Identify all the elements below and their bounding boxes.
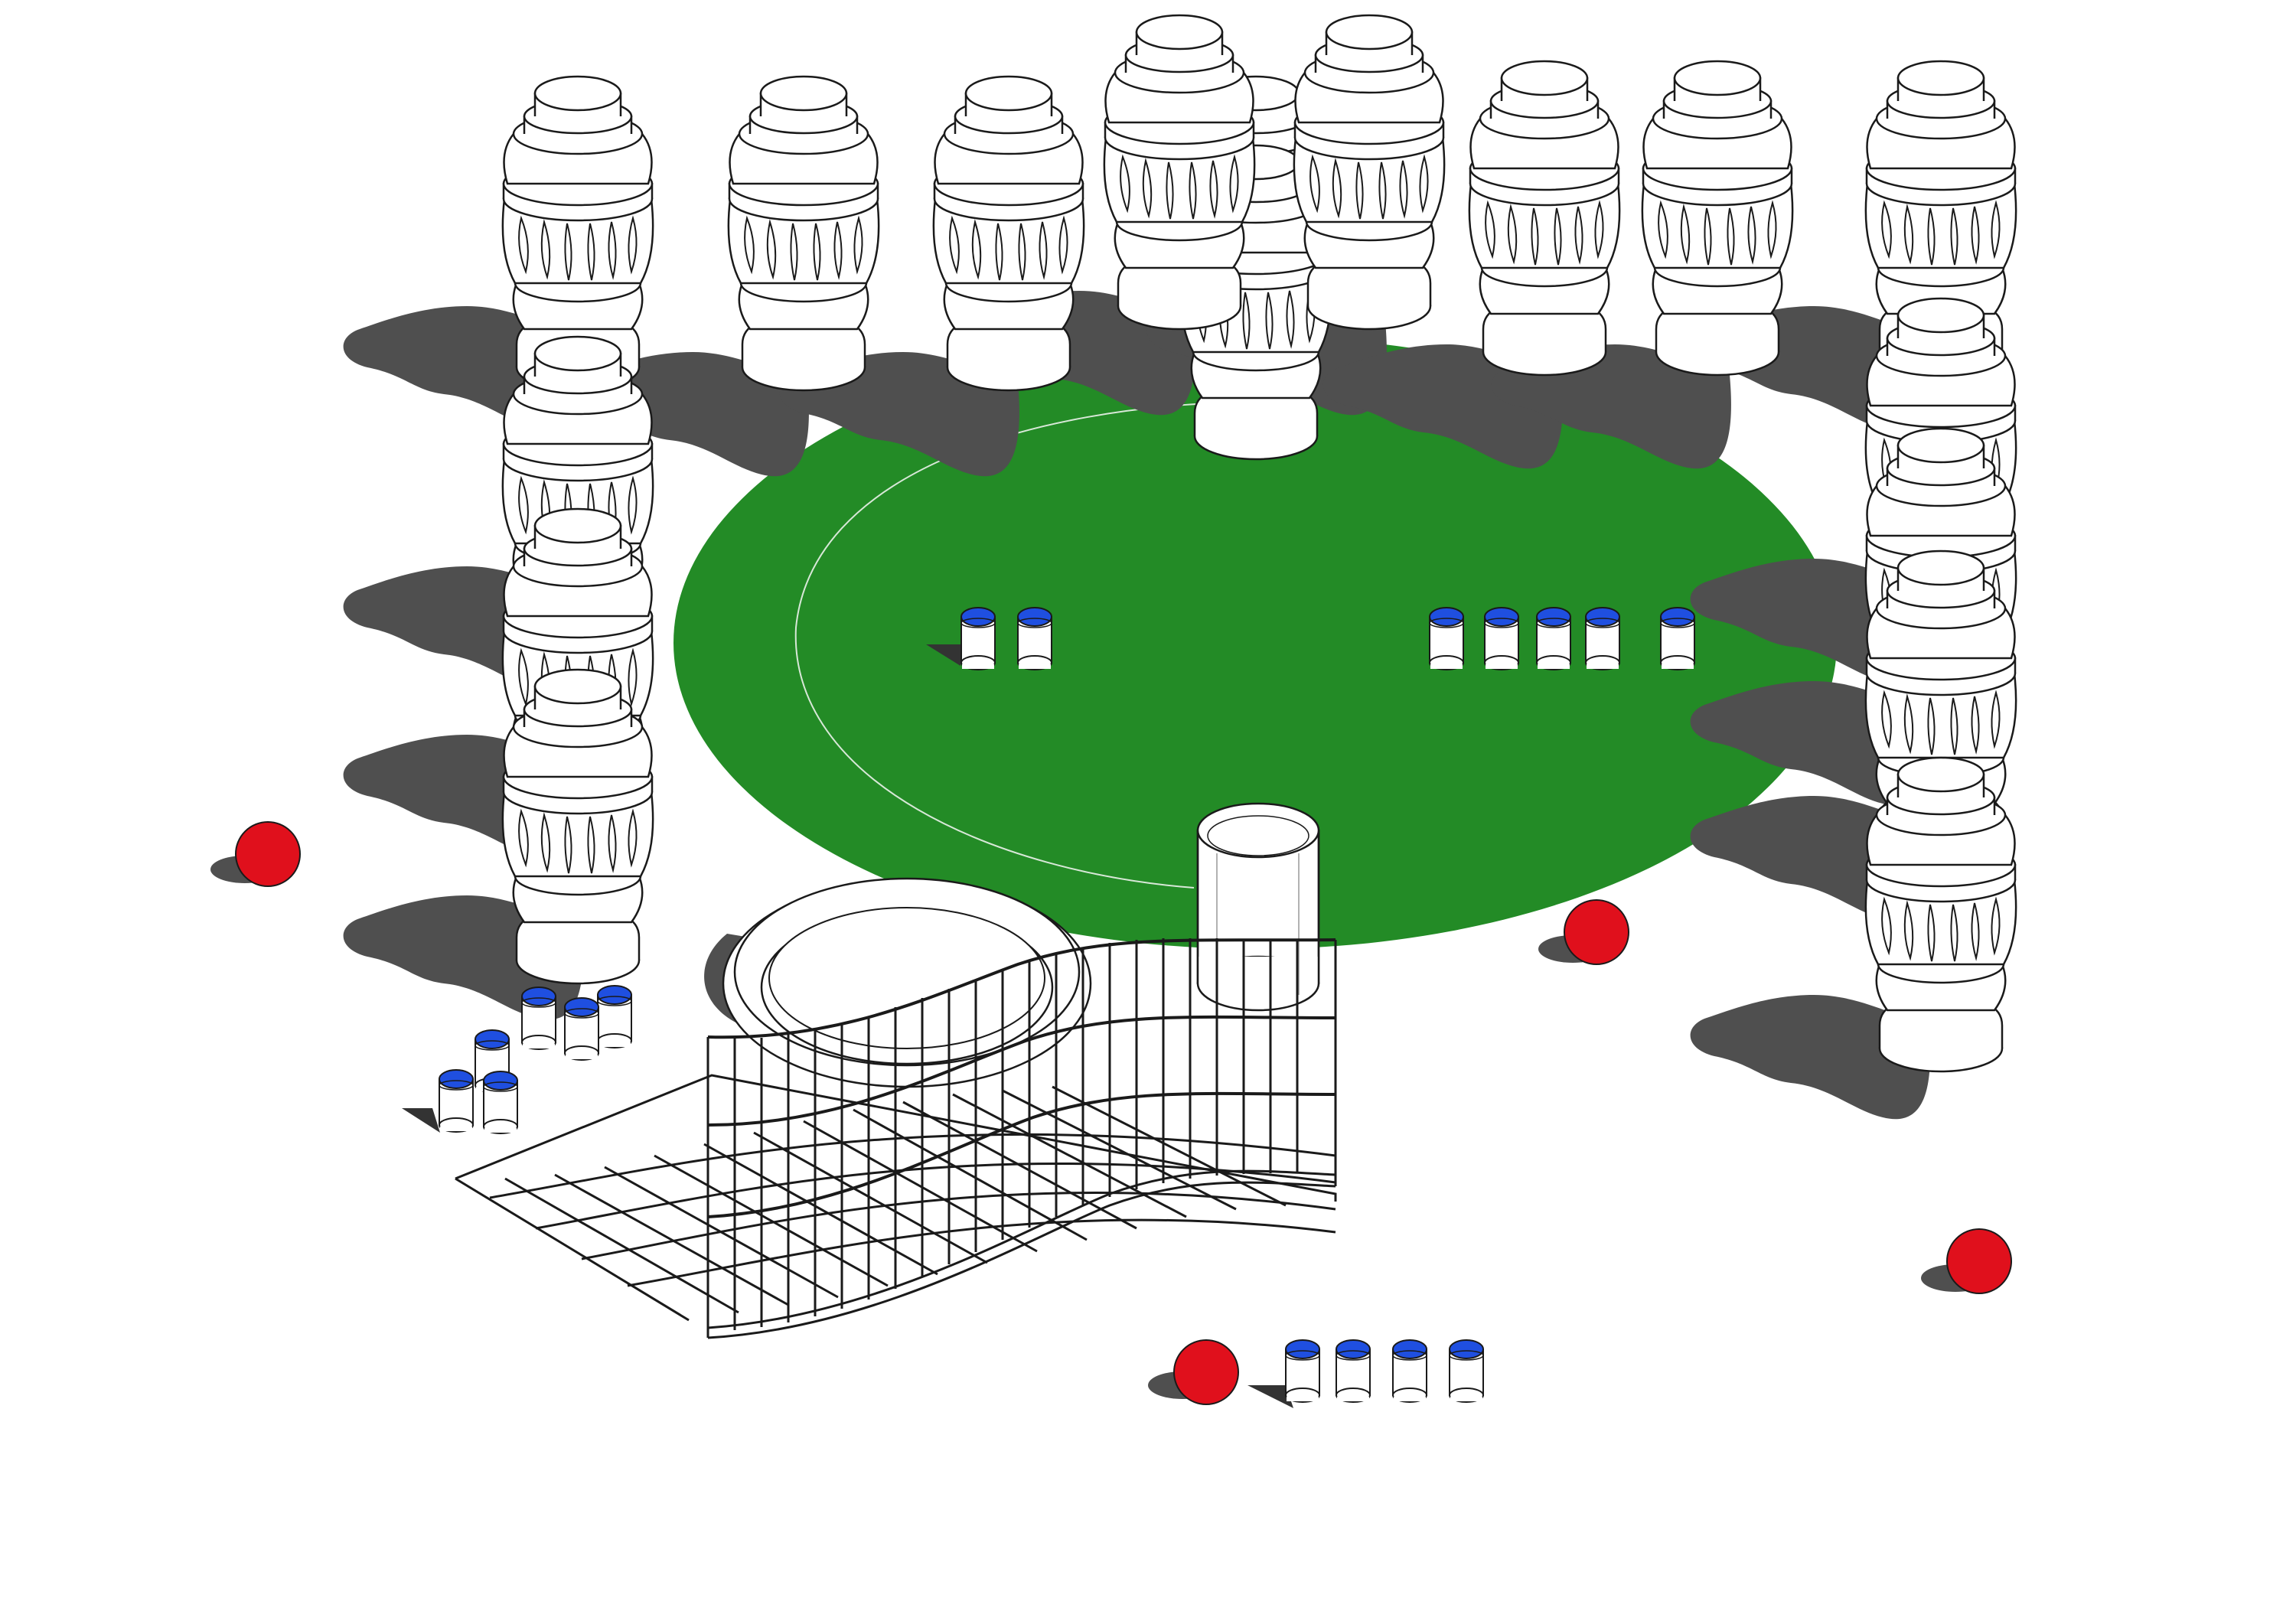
blue-cap-cylinder-icon	[439, 1069, 474, 1133]
blue-cap-cylinder-icon	[1536, 607, 1571, 670]
blue-cap-cylinder-icon	[1660, 607, 1695, 670]
blue-cap-cylinder-icon	[1429, 607, 1464, 670]
baluster-column-right	[1864, 297, 2017, 1073]
blue-cap-cylinder-icon	[1285, 1339, 1320, 1403]
red-sphere-icon	[1148, 1339, 1239, 1405]
blue-cap-cylinder-icon	[1392, 1339, 1427, 1403]
blue-cap-cylinder-icon	[1336, 1339, 1371, 1403]
bollard-group-lawn-left	[926, 607, 1052, 670]
green-oval-lawn	[673, 337, 1837, 949]
ring-planter	[722, 877, 1092, 1088]
baluster-icon	[727, 75, 880, 392]
blue-cap-cylinder-icon	[960, 607, 996, 670]
blue-cap-cylinder-icon	[521, 986, 556, 1050]
baluster-icon	[501, 668, 654, 985]
blue-cap-cylinder-icon	[1484, 607, 1519, 670]
baluster-icon	[1293, 14, 1446, 331]
baluster-icon	[1864, 756, 2017, 1073]
baluster-icon	[1641, 60, 1794, 377]
baluster-icon	[1103, 14, 1256, 331]
baluster-column-left	[501, 335, 654, 985]
red-sphere-icon	[1921, 1228, 2012, 1294]
blue-cap-cylinder-icon	[483, 1071, 518, 1134]
blue-cap-cylinder-icon	[1449, 1339, 1484, 1403]
blue-cap-cylinder-icon	[597, 985, 632, 1048]
baluster-icon	[932, 75, 1085, 392]
red-sphere-icon	[1538, 899, 1629, 965]
baluster-icon	[1468, 60, 1621, 377]
curved-grid-fence	[455, 938, 1337, 1339]
blue-cap-cylinder-icon	[564, 997, 599, 1061]
blue-cap-cylinder-icon	[1585, 607, 1620, 670]
blue-cap-cylinder-icon	[1017, 607, 1052, 670]
red-sphere-icon	[210, 821, 301, 887]
red-spheres	[210, 821, 2012, 1405]
bollard-cluster-left	[402, 985, 632, 1134]
bollard-row-front	[1247, 1339, 1484, 1408]
